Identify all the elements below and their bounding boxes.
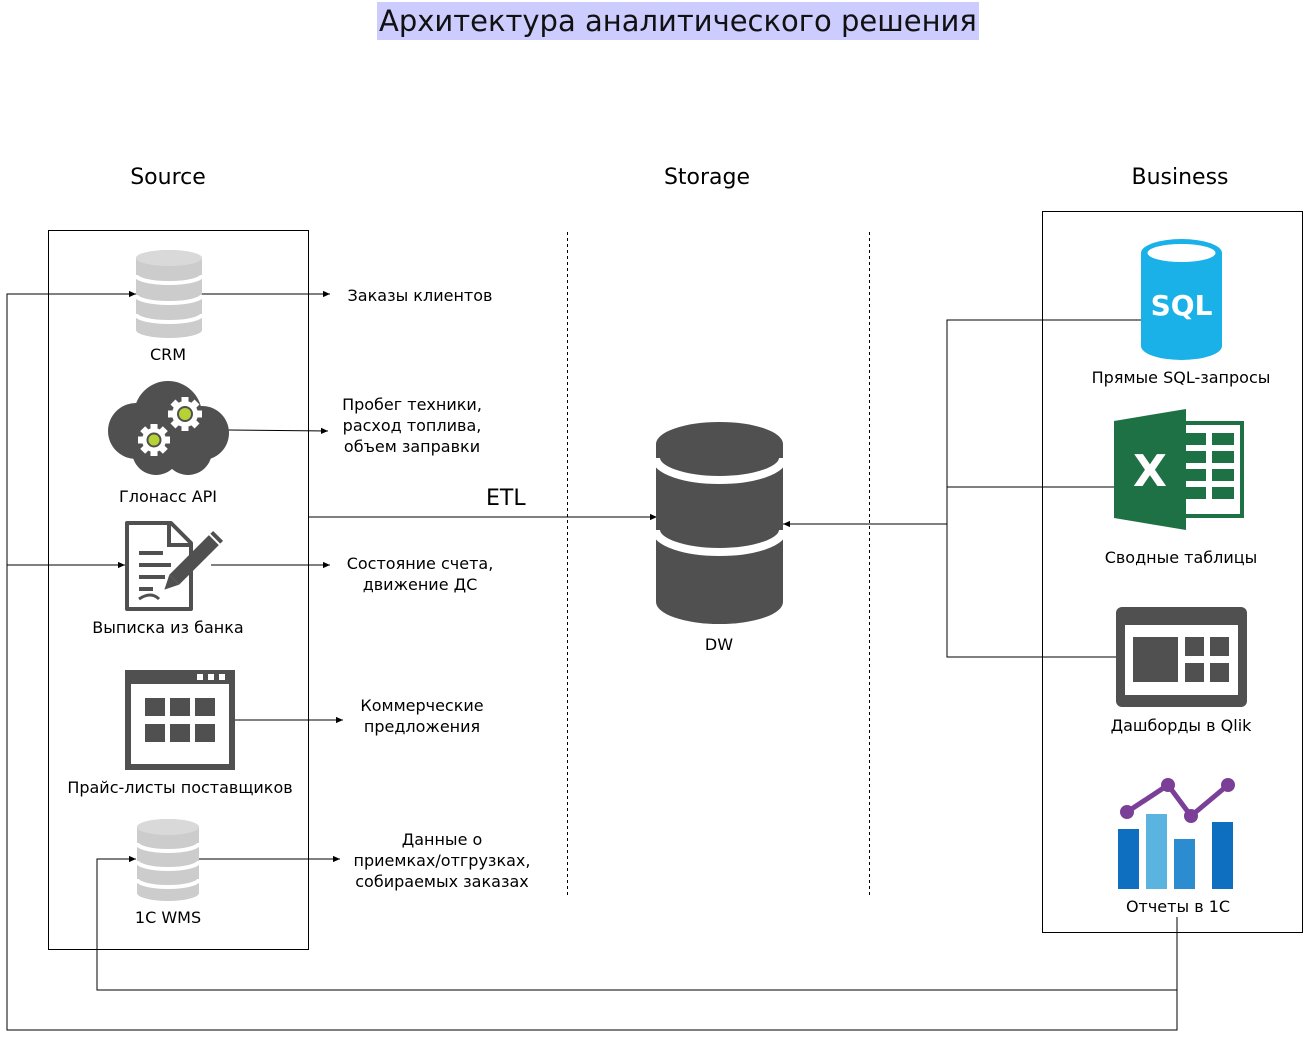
- reports-to-wms-arrow: [96, 855, 1178, 991]
- glonass-cloud-gears-icon: [108, 381, 229, 475]
- wms-label: 1С WMS: [134, 908, 202, 927]
- prices-label: Прайс-листы поставщиков: [67, 778, 293, 797]
- bank-document-signature-icon: [125, 521, 224, 611]
- qlik-dashboard-icon: [1116, 607, 1247, 707]
- crm-description: Заказы клиентов: [347, 286, 493, 305]
- excel-icon: X: [1114, 409, 1244, 530]
- qlik-label: Дашборды в Qlik: [1110, 716, 1252, 735]
- reports-bar-line-chart-icon: [1118, 778, 1235, 889]
- source-column-header: Source: [130, 165, 206, 190]
- dw-database-icon: [652, 422, 787, 624]
- reports-to-crm-arrow: [6, 290, 1178, 1031]
- excel-label: Сводные таблицы: [1104, 548, 1258, 567]
- crm-database-icon: [134, 250, 204, 338]
- sql-database-icon: SQL: [1141, 239, 1222, 360]
- wms-description: Данные о приемках/отгрузках, собираемых …: [353, 830, 531, 891]
- bank-description: Состояние счета, движение ДС: [346, 554, 494, 594]
- excel-icon-text: X: [1133, 446, 1167, 497]
- glonass-label: Глонасс API: [118, 487, 218, 506]
- dw-label: DW: [704, 635, 734, 654]
- prices-app-window-grid-icon: [125, 670, 235, 770]
- page-title: Архитектура аналитического решения: [377, 2, 979, 40]
- business-column-header: Business: [1131, 165, 1229, 190]
- bank-label: Выписка из банка: [92, 618, 244, 637]
- crm-label: CRM: [149, 345, 187, 364]
- prices-description: Коммерческие предложения: [360, 696, 484, 736]
- storage-column-header: Storage: [663, 165, 751, 190]
- sql-label: Прямые SQL-запросы: [1091, 368, 1271, 387]
- sql-icon-text: SQL: [1151, 289, 1213, 322]
- glonass-to-desc-arrow: [227, 427, 329, 435]
- source-container: [48, 230, 309, 950]
- qlik-to-dw-line: [946, 524, 1116, 658]
- sql-to-dw-line: [946, 319, 1141, 524]
- etl-label: ETL: [486, 486, 526, 511]
- reports-label: Отчеты в 1С: [1078, 897, 1278, 917]
- glonass-description: Пробег техники, расход топлива, объем за…: [342, 395, 482, 456]
- wms-database-icon: [135, 819, 201, 901]
